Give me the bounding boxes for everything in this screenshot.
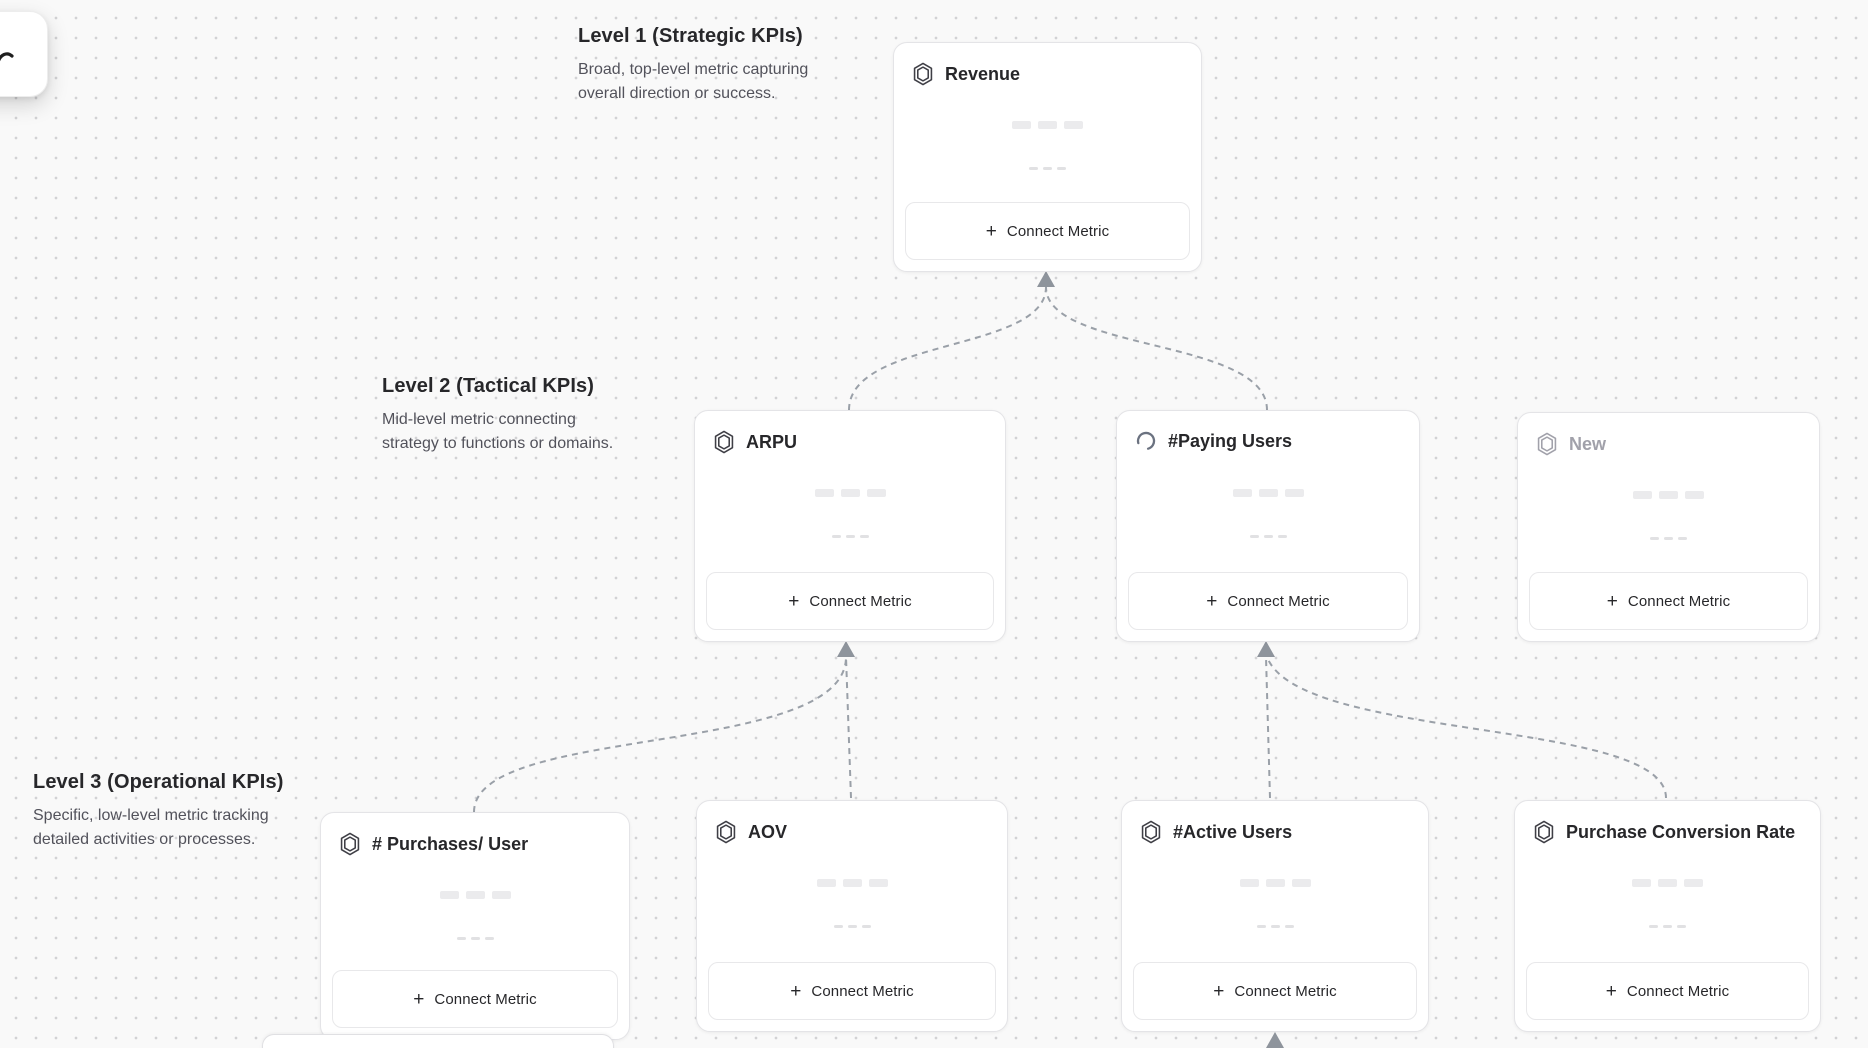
skeleton-row [695, 489, 1005, 497]
connector-payingusers-to-revenue [1045, 286, 1268, 411]
connector-pcr-to-payingusers [1266, 656, 1667, 799]
skeleton-row [321, 891, 629, 899]
connect-metric-label: Connect Metric [1234, 982, 1337, 1000]
level-3-title: Level 3 (Operational KPIs) [33, 771, 284, 793]
connect-metric-label: Connect Metric [1227, 592, 1330, 610]
skeleton-row [894, 121, 1201, 129]
level-2-description: Mid-level metric connecting strategy to … [382, 411, 614, 452]
connect-metric-label: Connect Metric [1626, 982, 1730, 1000]
cursor-icon [0, 52, 14, 62]
connector-aov-to-arpu [845, 656, 852, 799]
connect-metric-button[interactable]: + Connect Metric [1133, 962, 1417, 1020]
card-title: #Paying Users [1168, 430, 1293, 451]
plus-icon: + [1206, 590, 1218, 612]
plus-icon: + [1606, 590, 1618, 612]
card-title: #Active Users [1173, 821, 1293, 842]
metric-card-partial-bottom[interactable] [262, 1034, 614, 1048]
card-title: New [1569, 433, 1607, 454]
plus-icon: + [790, 980, 802, 1002]
card-title: Purchase Conversion Rate [1566, 821, 1796, 842]
card-title: AOV [748, 821, 788, 842]
level-3-label: Level 3 (Operational KPIs) Specific, low… [33, 771, 323, 852]
connector-purchases-to-arpu [473, 656, 847, 813]
skeleton-row [1518, 491, 1819, 499]
connect-metric-button[interactable]: + Connect Metric [706, 572, 994, 630]
skeleton-row [1117, 489, 1419, 497]
connect-metric-label: Connect Metric [1627, 592, 1731, 610]
plus-icon: + [788, 590, 800, 612]
connect-metric-button[interactable]: + Connect Metric [1529, 572, 1808, 630]
hexagon-icon [1140, 820, 1162, 844]
level-2-label: Level 2 (Tactical KPIs) Mid-level metric… [382, 375, 662, 456]
skeleton-dashes [894, 167, 1201, 170]
card-title: # Purchases/ User [372, 833, 529, 854]
arrowhead-activeusers [1266, 1032, 1284, 1048]
connect-metric-label: Connect Metric [811, 982, 914, 1000]
level-1-description: Broad, top-level metric capturing overal… [578, 61, 809, 102]
plus-icon: + [413, 988, 425, 1010]
connect-metric-label: Connect Metric [434, 990, 537, 1008]
connect-metric-button[interactable]: + Connect Metric [1128, 572, 1408, 630]
skeleton-row [1122, 879, 1428, 887]
level-3-description: Specific, low-level metric tracking deta… [33, 807, 269, 848]
hexagon-icon [715, 820, 737, 844]
skeleton-dashes [1122, 925, 1428, 928]
spinner-icon [1135, 430, 1157, 452]
metric-card-revenue[interactable]: Revenue + Connect Metric [893, 42, 1202, 272]
connector-activeusers-to-payingusers [1265, 656, 1271, 799]
metric-card-purchases-per-user[interactable]: # Purchases/ User + Connect Metric [320, 812, 630, 1040]
connect-metric-label: Connect Metric [809, 592, 912, 610]
plus-icon: + [985, 220, 997, 242]
arrowhead-payingusers [1257, 641, 1275, 657]
card-title: Revenue [945, 63, 1021, 84]
card-title: ARPU [746, 431, 798, 452]
level-1-label: Level 1 (Strategic KPIs) Broad, top-leve… [578, 25, 858, 106]
metric-card-active-users[interactable]: #Active Users + Connect Metric [1121, 800, 1429, 1032]
metric-card-arpu[interactable]: ARPU + Connect Metric [694, 410, 1006, 642]
skeleton-dashes [695, 535, 1005, 538]
skeleton-dashes [1117, 535, 1419, 538]
tool-panel[interactable] [0, 11, 48, 97]
hexagon-icon [339, 832, 361, 856]
arrowhead-arpu [837, 641, 855, 657]
skeleton-dashes [1518, 537, 1819, 540]
skeleton-dashes [697, 925, 1007, 928]
connect-metric-button[interactable]: + Connect Metric [1526, 962, 1809, 1020]
level-2-title: Level 2 (Tactical KPIs) [382, 375, 595, 397]
metric-card-aov[interactable]: AOV + Connect Metric [696, 800, 1008, 1032]
hexagon-icon [912, 62, 934, 86]
skeleton-dashes [321, 937, 629, 940]
connect-metric-button[interactable]: + Connect Metric [708, 962, 996, 1020]
metric-card-new[interactable]: New + Connect Metric [1517, 412, 1820, 642]
connect-metric-button[interactable]: + Connect Metric [332, 970, 618, 1028]
arrowhead-revenue [1037, 271, 1055, 287]
level-1-title: Level 1 (Strategic KPIs) [578, 25, 803, 47]
plus-icon: + [1605, 980, 1617, 1002]
hexagon-icon [1536, 432, 1558, 456]
metric-card-paying-users[interactable]: #Paying Users + Connect Metric [1116, 410, 1420, 642]
hexagon-icon [713, 430, 735, 454]
hexagon-icon [1533, 820, 1555, 844]
plus-icon: + [1213, 980, 1225, 1002]
skeleton-row [697, 879, 1007, 887]
connector-arpu-to-revenue [848, 286, 1047, 411]
skeleton-row [1515, 879, 1820, 887]
connect-metric-label: Connect Metric [1006, 222, 1110, 240]
metric-card-purchase-conversion-rate[interactable]: Purchase Conversion Rate + Connect Metri… [1514, 800, 1821, 1032]
skeleton-dashes [1515, 925, 1820, 928]
connect-metric-button[interactable]: + Connect Metric [905, 202, 1190, 260]
